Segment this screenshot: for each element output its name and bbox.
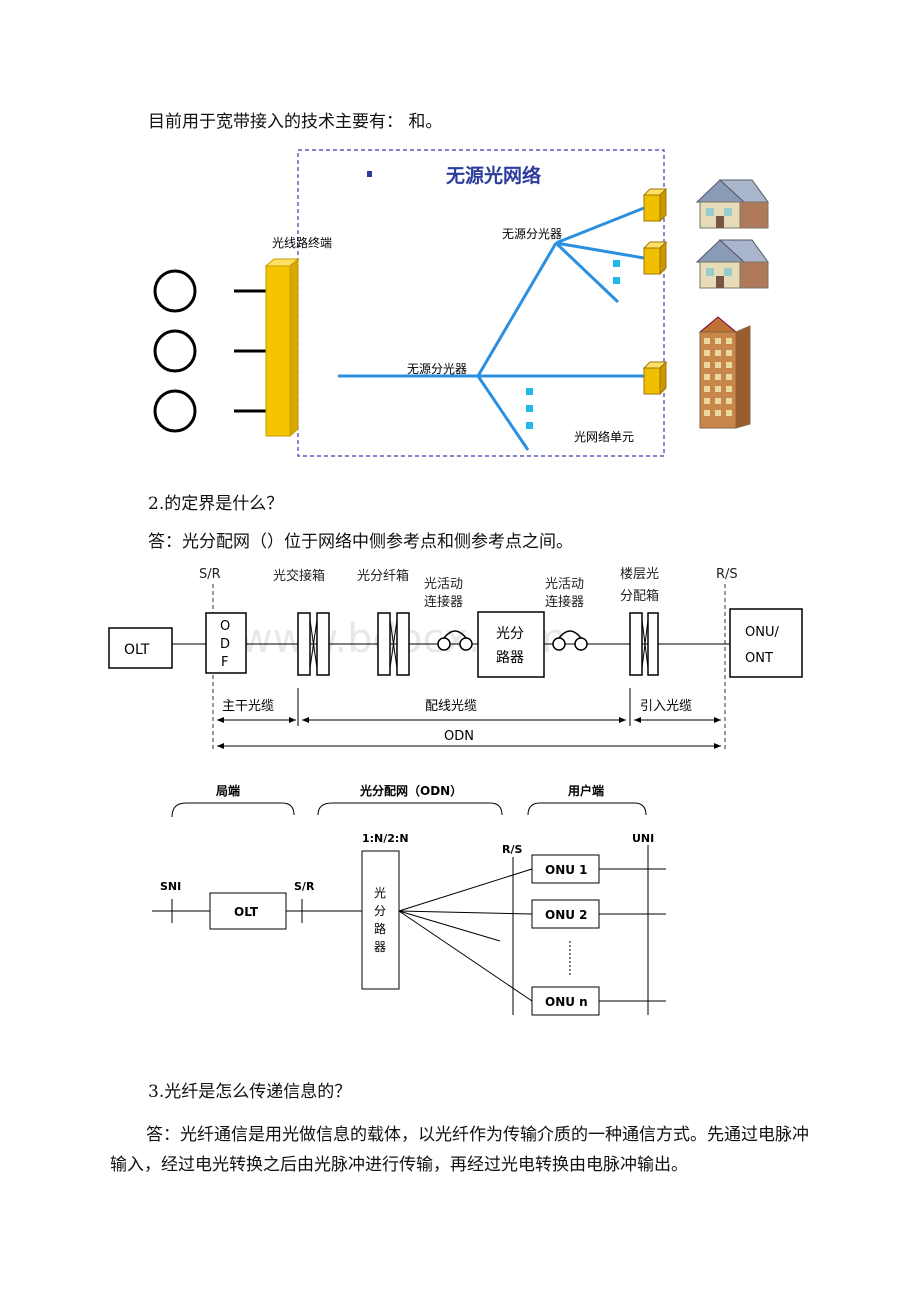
connector-right-label-2: 连接器	[545, 594, 584, 610]
odn-splitter-label-1: 光分	[496, 626, 524, 642]
onu-ont-label-2: ONT	[745, 651, 773, 666]
sni-label: SNI	[160, 880, 181, 893]
fiber-top-to-house1	[555, 206, 645, 245]
odn-splitter-label-2: 路器	[496, 650, 524, 666]
odf-letter-f: F	[221, 655, 228, 670]
onu-cube-2	[642, 240, 668, 276]
onu-cube-1	[642, 187, 668, 223]
connector-left-symbol	[437, 630, 473, 651]
title-bullet	[367, 171, 372, 177]
brace-office	[171, 802, 295, 818]
ref-olt-box	[209, 892, 287, 930]
terminal-circle-3	[153, 389, 197, 433]
cross-box-label: 光交接箱	[273, 568, 325, 584]
fiber-main-down	[476, 375, 530, 451]
onu-label-1: ONU 1	[545, 863, 588, 877]
onu-label-2: ONU 2	[545, 908, 588, 922]
ref-olt-label: OLT	[234, 905, 259, 919]
brace-odn	[317, 802, 503, 816]
q2-answer: 答：光分配网（）位于网络中侧参考点和侧参考点之间。	[148, 532, 573, 552]
ref-splitter-box	[361, 850, 400, 990]
onu-box-n	[531, 986, 600, 1016]
pon-boundary	[297, 149, 665, 457]
floor-box-label-2: 分配箱	[620, 588, 659, 604]
onu-ont-box	[729, 608, 803, 678]
intro-text: 目前用于宽带接入的技术主要有： 和。	[148, 112, 443, 132]
sr-label: S/R	[294, 880, 315, 893]
ellipsis-dots-main	[526, 388, 533, 429]
connector-right-symbol	[552, 630, 588, 651]
ref-sr-label: S/R	[199, 567, 221, 582]
odn-olt-box	[108, 627, 173, 669]
split-box-symbol	[377, 612, 410, 676]
group-user-label: 用户端	[567, 783, 604, 798]
olt-label: 光线路终端	[272, 235, 332, 250]
onu-cube-3	[642, 360, 668, 396]
brace-user	[527, 802, 647, 816]
uni-label: UNI	[632, 832, 654, 845]
splitter-main-label: 无源分光器	[407, 362, 467, 376]
split-box-label: 光分纤箱	[357, 568, 409, 584]
connector-right-label-1: 光活动	[545, 577, 584, 592]
group-office-label: 局端	[216, 783, 240, 798]
connector-left-label-2: 连接器	[424, 594, 463, 610]
odn-splitter-box	[477, 611, 545, 678]
fiber-top-to-house2	[555, 241, 645, 260]
ref-splitter-char-3: 路	[374, 921, 386, 936]
ellipsis-dots-top	[613, 260, 620, 284]
trunk-label: 主干光缆	[222, 698, 274, 714]
q2-question: 2.的定界是什么？	[148, 494, 284, 514]
odf-letter-d: D	[220, 637, 230, 652]
connector-left-label-1: 光活动	[424, 577, 463, 592]
odf-box	[205, 612, 247, 674]
onu-ont-label-1: ONU/	[745, 625, 779, 640]
pon-diagram: 无源光网络 光线路终端 无源分光器 无源分光器 光网络单元	[153, 149, 769, 457]
fiber-top-down	[554, 241, 620, 304]
ref-rs-label: R/S	[716, 567, 738, 582]
splitter-top-label: 无源分光器	[502, 227, 562, 241]
onu-label-n: ONU n	[545, 995, 588, 1009]
house-icon	[695, 179, 769, 229]
ref-splitter-char-2: 分	[374, 904, 386, 918]
distribution-label: 配线光缆	[425, 698, 477, 714]
terminal-circle-2	[153, 329, 197, 373]
olt-device	[264, 257, 300, 438]
floor-box-label-1: 楼层光	[620, 567, 659, 582]
floor-box-symbol	[629, 612, 659, 676]
q3-question: 3.光纤是怎么传递信息的？	[148, 1082, 352, 1102]
q3-answer: 答：光纤通信是用光做信息的载体，以光纤作为传输介质的一种通信方式。先通过电脉冲输…	[110, 1125, 809, 1175]
onu-label: 光网络单元	[574, 429, 634, 444]
pon-reference-diagram: 局端 光分配网（ODN） 用户端 1:N/2:N R/S UNI SNI S/R…	[152, 783, 666, 1016]
building-icon	[698, 316, 751, 429]
onu-box-1	[531, 854, 600, 884]
pon-title: 无源光网络	[446, 164, 541, 187]
terminal-circle-1	[153, 269, 197, 313]
ratio-label: 1:N/2:N	[362, 832, 409, 845]
odn-label: ODN	[444, 729, 474, 744]
odn-diagram: www.bdocx.com S/R R/S 光交接箱 光分纤箱 光活动 连接器 …	[108, 567, 803, 750]
drop-label: 引入光缆	[640, 698, 692, 714]
ref-splitter-char-4: 器	[374, 940, 386, 954]
cross-box-symbol	[297, 612, 330, 676]
group-odn-label: 光分配网（ODN）	[359, 783, 462, 798]
odf-letter-o: O	[220, 619, 230, 634]
house-icon	[695, 239, 769, 289]
ref-splitter-char-1: 光	[374, 886, 386, 900]
fiber-to-splitter-top	[476, 242, 558, 377]
odn-olt-label: OLT	[124, 642, 150, 658]
rs-label: R/S	[502, 843, 522, 856]
